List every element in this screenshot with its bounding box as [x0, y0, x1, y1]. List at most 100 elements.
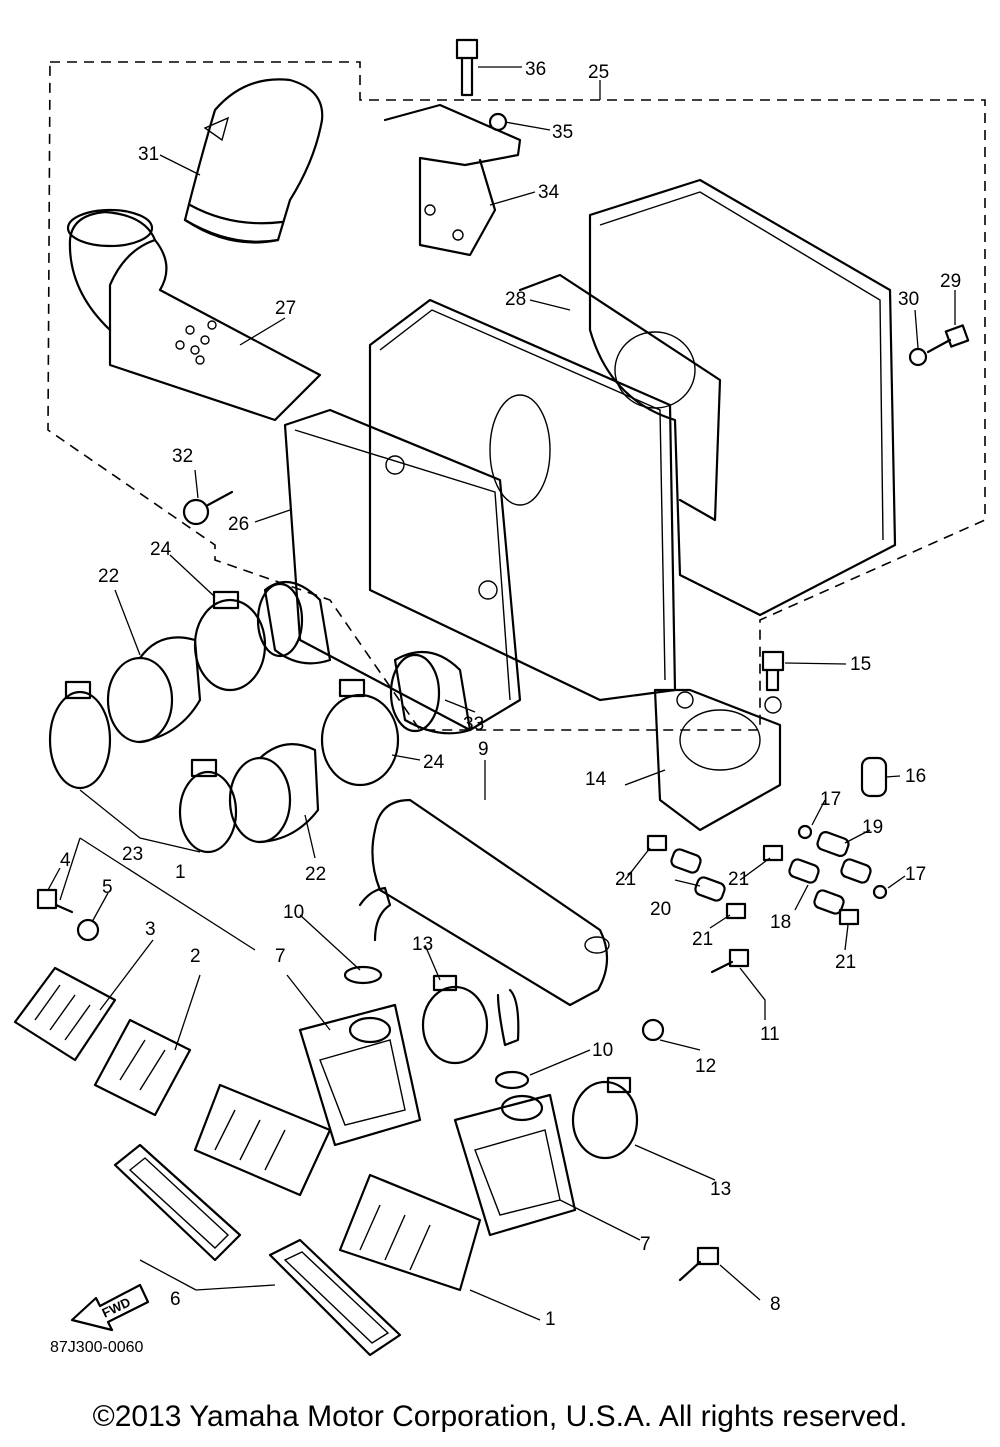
part-7-manifold-upper [298, 1003, 422, 1147]
fwd-arrow-icon: FWD [70, 1283, 150, 1332]
part-33-funnels [256, 580, 472, 735]
callout-1-lower: 1 [545, 1309, 556, 1330]
part-3-reed-plate [13, 966, 117, 1062]
part-7-manifold-lower [453, 1093, 577, 1237]
callout-11: 11 [760, 1024, 780, 1045]
part-30-washer [908, 347, 928, 367]
callout-7-upper: 7 [275, 946, 286, 967]
part-10-ring-lower [494, 1070, 530, 1090]
callout-35: 35 [552, 122, 573, 143]
callout-29: 29 [940, 271, 961, 292]
part-18-hose [788, 858, 820, 884]
part-2-stopper [93, 1018, 192, 1117]
part-27-intake-duct [66, 208, 322, 422]
callout-19: 19 [862, 817, 883, 838]
part-18-hose-b [813, 889, 845, 915]
callout-3: 3 [145, 919, 156, 940]
callout-20: 20 [650, 899, 671, 920]
part-12-nut [641, 1018, 665, 1042]
callout-21-a: 21 [615, 869, 636, 890]
callout-8: 8 [770, 1294, 781, 1315]
part-1-reed-valve-upper [193, 1083, 332, 1197]
assembly-boundary [47, 61, 986, 731]
callout-23: 23 [122, 844, 143, 865]
part-19-hose-upper [816, 831, 850, 857]
part-24-clamp-lower [320, 678, 400, 787]
callout-5: 5 [102, 877, 113, 898]
callout-21-c: 21 [692, 929, 713, 950]
part-14-flange [653, 688, 782, 832]
part-15-plug [761, 650, 785, 692]
callout-21-d: 21 [835, 952, 856, 973]
part-29-screw [926, 324, 970, 354]
callout-24-lower: 24 [423, 752, 445, 773]
part-35-nut [488, 112, 508, 132]
callout-2: 2 [190, 946, 201, 967]
part-8-bolt [678, 1246, 720, 1282]
callout-17-upper: 17 [820, 789, 841, 810]
part-17-clip-upper [797, 824, 813, 840]
part-10-ring-upper [343, 965, 383, 985]
part-1-reed-valve-lower [338, 1173, 482, 1292]
callout-25: 25 [588, 62, 609, 83]
copyright-notice: ©2013 Yamaha Motor Corporation, U.S.A. A… [92, 1400, 908, 1433]
callout-12: 12 [695, 1056, 716, 1077]
fwd-label: FWD [100, 1294, 133, 1320]
callout-16: 16 [905, 766, 926, 787]
part-34-bracket [383, 103, 522, 257]
callout-7-lower: 7 [640, 1234, 651, 1255]
part-16-cap [860, 756, 888, 798]
callout-33: 33 [463, 714, 484, 735]
callout-32: 32 [172, 446, 193, 467]
part-21-clip-1 [646, 834, 668, 852]
part-36-bolt [455, 38, 479, 97]
part-11-bolt [710, 948, 750, 974]
part-28-gasket [368, 298, 677, 702]
callout-22-upper: 22 [98, 566, 119, 587]
part-22-joint-lower [228, 742, 320, 844]
callout-13-upper: 13 [412, 934, 433, 955]
part-31-intake-elbow [183, 78, 324, 244]
part-32-bolt [182, 490, 234, 526]
callout-6: 6 [170, 1289, 181, 1310]
part-4-bolt [36, 888, 74, 914]
part-20-hose-b [694, 876, 726, 902]
part-9-silencer [358, 798, 610, 1047]
callout-34: 34 [538, 182, 560, 203]
callout-17-lower: 17 [905, 864, 926, 885]
part-19-hose-lower [840, 858, 872, 884]
part-23-clamp-right [178, 758, 238, 854]
callout-1-upper: 1 [175, 862, 186, 883]
callout-22-lower: 22 [305, 864, 326, 885]
part-6-gasket-upper [113, 1143, 242, 1262]
part-21-clip-4 [838, 908, 860, 926]
part-13-clamp-lower [571, 1076, 639, 1160]
part-20-hose-a [670, 848, 702, 874]
callout-27: 27 [275, 298, 296, 319]
callout-28: 28 [505, 289, 526, 310]
callout-18: 18 [770, 912, 791, 933]
part-23-clamp-left [48, 680, 112, 790]
part-5-washer [76, 918, 100, 942]
part-26-airbox-cover [283, 408, 522, 732]
callout-14: 14 [585, 769, 607, 790]
part-21-clip-3 [725, 902, 747, 920]
drawing-code: 87J300-0060 [50, 1339, 144, 1356]
part-13-clamp-upper [421, 974, 489, 1065]
part-6-gasket-lower [268, 1238, 402, 1357]
part-25-airbox [489, 178, 897, 617]
callout-10-upper: 10 [283, 902, 304, 923]
callout-30: 30 [898, 289, 919, 310]
callout-24-upper: 24 [150, 539, 172, 560]
callout-9: 9 [478, 739, 489, 760]
callout-31: 31 [138, 144, 159, 165]
part-21-clip-2 [762, 844, 784, 862]
part-24-clamp-upper [193, 590, 267, 692]
callout-13-lower: 13 [710, 1179, 731, 1200]
callout-26: 26 [228, 514, 249, 535]
callout-10-lower: 10 [592, 1040, 613, 1061]
part-22-joint-upper [106, 636, 202, 744]
part-17-clip-lower [872, 884, 888, 900]
callout-36: 36 [525, 59, 546, 80]
